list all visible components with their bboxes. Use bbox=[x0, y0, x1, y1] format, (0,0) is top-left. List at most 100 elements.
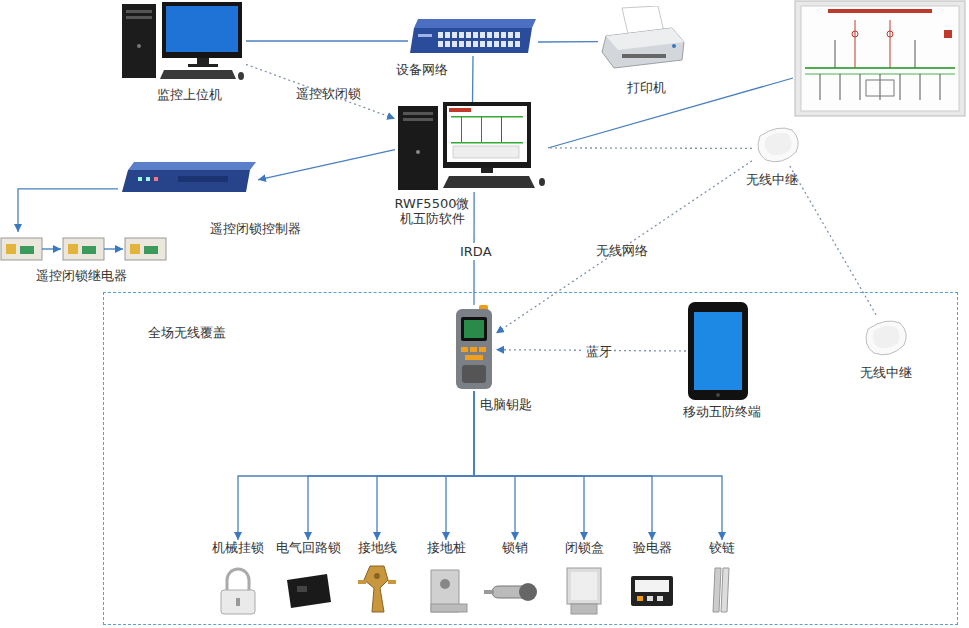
connector bbox=[258, 150, 395, 180]
icon-part bbox=[445, 32, 450, 38]
icon-part bbox=[414, 19, 536, 28]
wiring-panel-frame bbox=[795, 1, 965, 116]
icon-part bbox=[515, 32, 520, 38]
icon-part bbox=[501, 117, 502, 142]
equipment-node: 无线中继 bbox=[860, 315, 918, 359]
icon-part bbox=[602, 28, 684, 68]
lock-device: 闭锁盒 bbox=[551, 540, 617, 620]
icon-part bbox=[238, 72, 244, 80]
icon-part bbox=[484, 590, 494, 594]
connector bbox=[446, 391, 474, 540]
icon-part bbox=[128, 162, 256, 170]
panel-feeder bbox=[880, 74, 881, 100]
node-label: 监控上位机 bbox=[157, 87, 222, 102]
icon-part bbox=[515, 41, 520, 47]
connector bbox=[246, 64, 395, 118]
icon-part bbox=[178, 176, 228, 182]
connector bbox=[18, 189, 118, 232]
icon-part bbox=[138, 177, 142, 181]
icon-part bbox=[445, 41, 450, 47]
icon-part bbox=[637, 596, 643, 601]
icon-part bbox=[713, 568, 721, 612]
icon-part bbox=[287, 574, 331, 608]
icon-part bbox=[461, 117, 462, 142]
icon-part bbox=[451, 142, 523, 144]
lock-icon bbox=[205, 562, 271, 618]
panel-feeder bbox=[940, 74, 941, 100]
icon-part bbox=[571, 572, 597, 600]
meter-icon bbox=[619, 562, 685, 618]
lock-device: 接地桩 bbox=[413, 540, 479, 620]
equipment-node: 无线中继 bbox=[752, 122, 802, 166]
icon-part bbox=[166, 6, 238, 52]
icon-part bbox=[431, 604, 467, 612]
coverage-zone: 全场无线覆盖电脑钥匙移动五防终端无线中继机械挂锁电气回路锁接地线接地桩锁销闭锁盒… bbox=[103, 292, 958, 625]
panel-feeder bbox=[920, 74, 921, 100]
equipment-node: 遥控闭锁控制器 bbox=[118, 160, 258, 196]
box-icon bbox=[551, 562, 617, 618]
connector bbox=[238, 391, 474, 540]
node-label: 全场无线覆盖 bbox=[148, 325, 226, 340]
icon-part bbox=[126, 16, 152, 19]
panel-switch bbox=[887, 31, 893, 37]
node-label: 接地线 bbox=[358, 540, 397, 555]
icon-part bbox=[494, 32, 499, 38]
icon-part bbox=[539, 178, 545, 186]
edge-label: 遥控软闭锁 bbox=[296, 86, 361, 101]
wiring-panel-face bbox=[801, 6, 959, 111]
node-label: 铰链 bbox=[709, 540, 735, 555]
icon-part bbox=[716, 393, 720, 397]
icon-part bbox=[438, 32, 443, 38]
icon-part bbox=[487, 41, 492, 47]
icon-part bbox=[466, 41, 471, 47]
connector bbox=[472, 56, 474, 102]
icon-part bbox=[146, 177, 150, 181]
icon-part bbox=[403, 118, 433, 121]
icon-part bbox=[479, 347, 486, 352]
icon-part bbox=[452, 41, 457, 47]
icon-part bbox=[440, 579, 450, 589]
panel-bus bbox=[805, 74, 955, 75]
pin-icon bbox=[482, 562, 548, 618]
icon-part bbox=[104, 248, 123, 249]
node-label: 接地桩 bbox=[427, 540, 466, 555]
key-icon bbox=[452, 305, 496, 391]
icon-part bbox=[82, 246, 96, 254]
equipment-node: 遥控闭锁继电器 bbox=[0, 232, 168, 264]
sw-icon bbox=[408, 16, 538, 56]
icon-part bbox=[567, 568, 601, 604]
panel-marker bbox=[944, 30, 952, 38]
edge-label: 无线网络 bbox=[596, 243, 648, 258]
connector bbox=[474, 391, 584, 540]
icon-part bbox=[297, 586, 307, 592]
icon-part bbox=[501, 32, 506, 38]
icon-part bbox=[160, 70, 236, 79]
icon-part bbox=[508, 32, 513, 38]
connector bbox=[308, 391, 474, 540]
equipment-node: 打印机 bbox=[598, 6, 688, 72]
edge-label: 蓝牙 bbox=[584, 343, 614, 360]
icon-part bbox=[462, 365, 486, 383]
node-label: RWF5500微 机五防软件 bbox=[392, 196, 472, 226]
icon-part bbox=[873, 326, 900, 349]
ctl-icon bbox=[118, 160, 258, 196]
node-label: 电脑钥匙 bbox=[480, 397, 532, 412]
icon-part bbox=[122, 170, 250, 192]
icon-part bbox=[188, 64, 218, 67]
icon-part bbox=[227, 569, 249, 592]
icon-part bbox=[481, 117, 482, 142]
panel-feeder bbox=[915, 40, 916, 68]
icon-part bbox=[452, 32, 457, 38]
lock-device: 机械挂锁 bbox=[205, 540, 271, 620]
node-label: 遥控闭锁控制器 bbox=[210, 221, 301, 236]
equipment-node: 电脑钥匙 bbox=[452, 305, 496, 391]
icon-part bbox=[519, 583, 537, 601]
icon-part bbox=[358, 580, 366, 584]
icon-part bbox=[466, 32, 471, 38]
icon-part bbox=[398, 106, 438, 190]
icon-part bbox=[480, 41, 485, 47]
icon-part bbox=[694, 312, 742, 390]
icon-part bbox=[20, 246, 34, 254]
icon-part bbox=[688, 302, 748, 400]
icon-part bbox=[657, 596, 663, 601]
